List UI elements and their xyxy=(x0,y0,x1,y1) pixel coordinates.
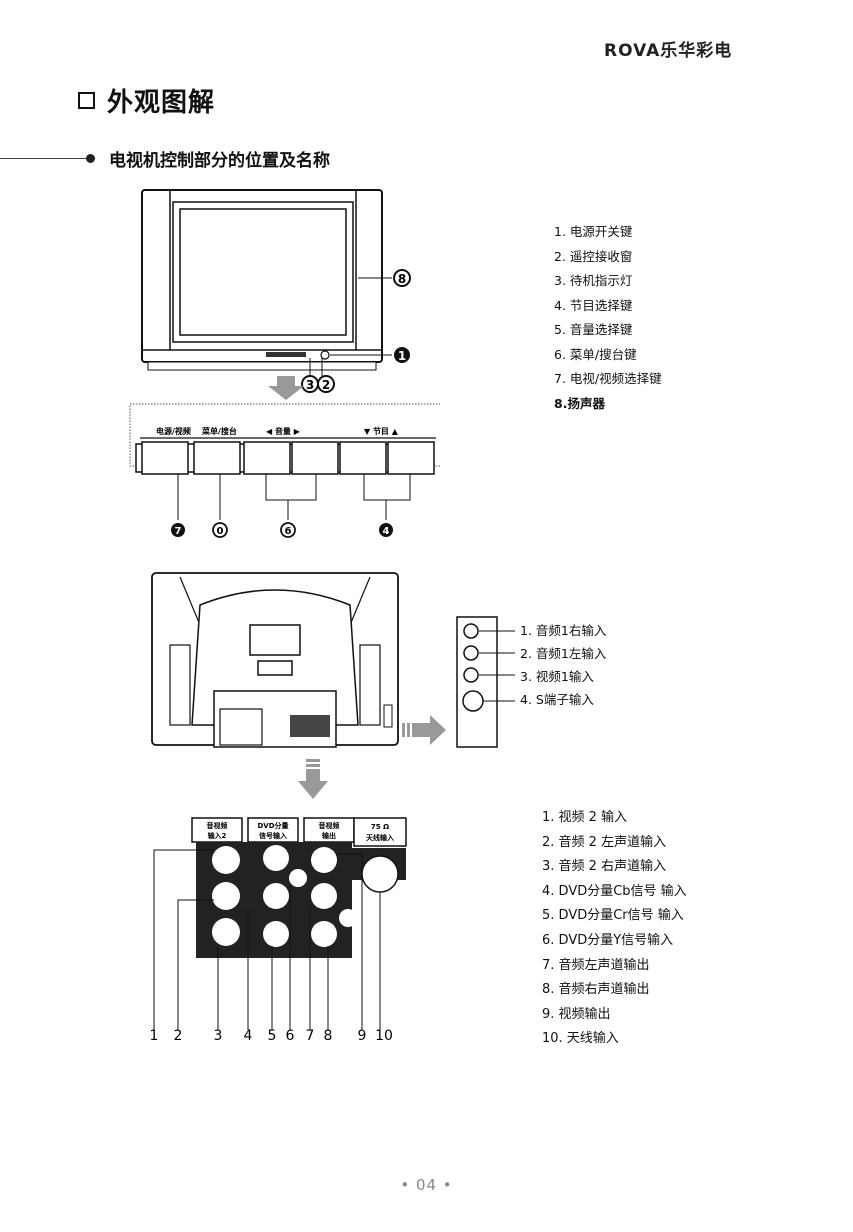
side-inputs-legend: 1. 音频1右输入 2. 音频1左输入 3. 视频1输入 4. S端子输入 xyxy=(520,619,606,711)
legend-item: 4. DVD分量Cb信号 输入 xyxy=(542,883,687,899)
section-title-row: 外观图解 xyxy=(78,82,215,119)
legend-item: 7. 音频左声道输出 xyxy=(542,957,650,973)
jack-number: 7 xyxy=(306,1028,315,1044)
legend-item: 3. 音频 2 右声道输入 xyxy=(542,859,667,875)
legend-item: 3. 待机指示灯 xyxy=(554,273,633,288)
jack-number: 2 xyxy=(174,1028,183,1044)
heading-rule xyxy=(0,158,88,159)
legend-item: 6. 菜单/搜台键 xyxy=(554,346,637,362)
callout-1: 1 xyxy=(398,349,406,363)
callout-8: 8 xyxy=(398,272,406,286)
panel-label-volume: ◀ 音量 ▶ xyxy=(266,426,301,436)
jack-number: 3 xyxy=(214,1028,223,1044)
jack-number: 1 xyxy=(150,1028,159,1044)
callout-7: 7 xyxy=(175,526,182,537)
legend-item: 1. 电源开关键 xyxy=(554,224,633,239)
arrow-right-icon xyxy=(412,715,446,745)
panel-label-menu-search: 菜单/搜台 xyxy=(201,426,237,436)
page-number: • 04 • xyxy=(400,1176,453,1194)
callout-4: 4 xyxy=(383,526,390,537)
tv-rear-diagram xyxy=(151,572,446,799)
legend-item: 1. 视频 2 输入 xyxy=(542,810,628,825)
rear-jacks-legend: 1. 视频 2 输入 2. 音频 2 左声道输入 3. 音频 2 右声道输入 4… xyxy=(542,806,687,1052)
jack-number: 6 xyxy=(286,1028,295,1044)
box-label-antenna: 75 Ω xyxy=(371,823,389,831)
arrow-down-icon xyxy=(298,769,328,799)
panel-label-program: ▼ 节目 ▲ xyxy=(364,426,399,436)
legend-item: 3. 视频1输入 xyxy=(520,669,594,684)
brand-logo: ROVA乐华彩电 xyxy=(604,41,733,61)
svg-text:输出: 输出 xyxy=(322,831,336,840)
panel-label-power-av: 电源/视频 xyxy=(156,426,191,436)
legend-item: 7. 电视/视频选择键 xyxy=(554,371,662,386)
legend-item: 8. 音频右声道输出 xyxy=(542,982,650,998)
svg-text:输入2: 输入2 xyxy=(208,831,227,840)
legend-item: 4. S端子输入 xyxy=(520,692,594,707)
subsection-heading: 电视机控制部分的位置及名称 xyxy=(0,146,330,171)
legend-item: 2. 音频 2 左声道输入 xyxy=(542,834,667,850)
jack-number: 10 xyxy=(375,1028,393,1044)
subsection-title: 电视机控制部分的位置及名称 xyxy=(109,151,330,171)
svg-text:信号输入: 信号输入 xyxy=(259,831,287,840)
box-label-av-in2: 音视频 xyxy=(207,821,228,830)
jack-number: 4 xyxy=(244,1028,253,1044)
section-title: 外观图解 xyxy=(107,88,216,118)
legend-item: 2. 音频1左输入 xyxy=(520,646,607,661)
callout-3: 3 xyxy=(306,378,314,392)
box-label-dvd-in: DVD分量 xyxy=(257,821,288,830)
jack-number: 5 xyxy=(268,1028,277,1044)
legend-item: 1. 音频1右输入 xyxy=(520,623,607,638)
legend-item: 6. DVD分量Y信号输入 xyxy=(542,932,674,948)
tv-front-diagram: 8 1 3 2 电源/视频 菜单/搜台 ◀ 音量 ▶ ▼ 节目 ▲ 7 0 6 … xyxy=(129,189,440,538)
jack-number: 9 xyxy=(358,1028,367,1044)
box-label-av-out: 音视频 xyxy=(319,821,340,830)
legend-item: 9. 视频输出 xyxy=(542,1006,611,1022)
front-controls-legend: 1. 电源开关键 2. 遥控接收窗 3. 待机指示灯 4. 节目选择键 5. 音… xyxy=(554,220,662,416)
callout-0: 0 xyxy=(217,526,224,537)
legend-item: 10. 天线输入 xyxy=(542,1031,619,1047)
callout-6: 6 xyxy=(285,526,292,537)
side-input-panel xyxy=(456,616,515,748)
legend-item: 8.扬声器 xyxy=(554,395,605,411)
legend-item: 4. 节目选择键 xyxy=(554,297,633,313)
callout-2: 2 xyxy=(322,378,330,392)
checkbox-square-icon xyxy=(78,92,95,109)
jack-number: 8 xyxy=(324,1028,333,1044)
bullet-dot-icon xyxy=(86,154,95,163)
rear-jack-panel: 音视频 输入2 DVD分量 信号输入 音视频 输出 75 Ω 天线输入 1 2 … xyxy=(150,817,407,1044)
arrow-down-icon xyxy=(268,376,304,400)
legend-item: 5. 音量选择键 xyxy=(554,322,633,337)
svg-text:天线输入: 天线输入 xyxy=(366,833,394,842)
legend-item: 2. 遥控接收窗 xyxy=(554,248,633,264)
legend-item: 5. DVD分量Cr信号 输入 xyxy=(542,908,684,924)
